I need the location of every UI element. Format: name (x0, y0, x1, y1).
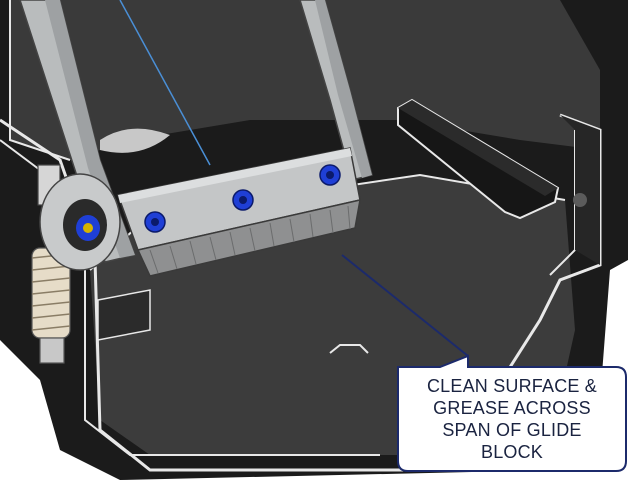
guide-bar-top (398, 100, 558, 196)
upper-plate (10, 0, 600, 160)
callout-line-4: BLOCK (480, 442, 544, 462)
callout-line-3: SPAN OF GLIDE (442, 420, 582, 440)
right-arm-shade (315, 0, 372, 178)
left-bracket (97, 289, 151, 341)
bolt-icon (319, 164, 341, 186)
rear-slot (100, 128, 170, 153)
right-rail-hole (573, 193, 587, 207)
callout-text: CLEAN SURFACE & GREASE ACROSS SPAN OF GL… (398, 369, 626, 469)
brush-mount-top (118, 148, 352, 203)
left-rail-inner (84, 270, 380, 456)
callout-pointer (341, 254, 469, 357)
left-arm-shade (45, 0, 135, 258)
wire-line (119, 0, 211, 166)
bottom-notch (329, 344, 369, 354)
right-rail-face (560, 115, 600, 265)
callout-box (397, 354, 627, 472)
roller-wheel (39, 173, 121, 271)
left-rail (0, 118, 420, 472)
callout-line-1: CLEAN SURFACE & (426, 376, 598, 396)
left-rail-outer (0, 139, 41, 171)
bolt-icon (232, 189, 254, 211)
brush-block-icon (136, 199, 361, 277)
bolt-icon (144, 211, 166, 233)
callout-line-2: GREASE ACROSS (433, 398, 591, 418)
